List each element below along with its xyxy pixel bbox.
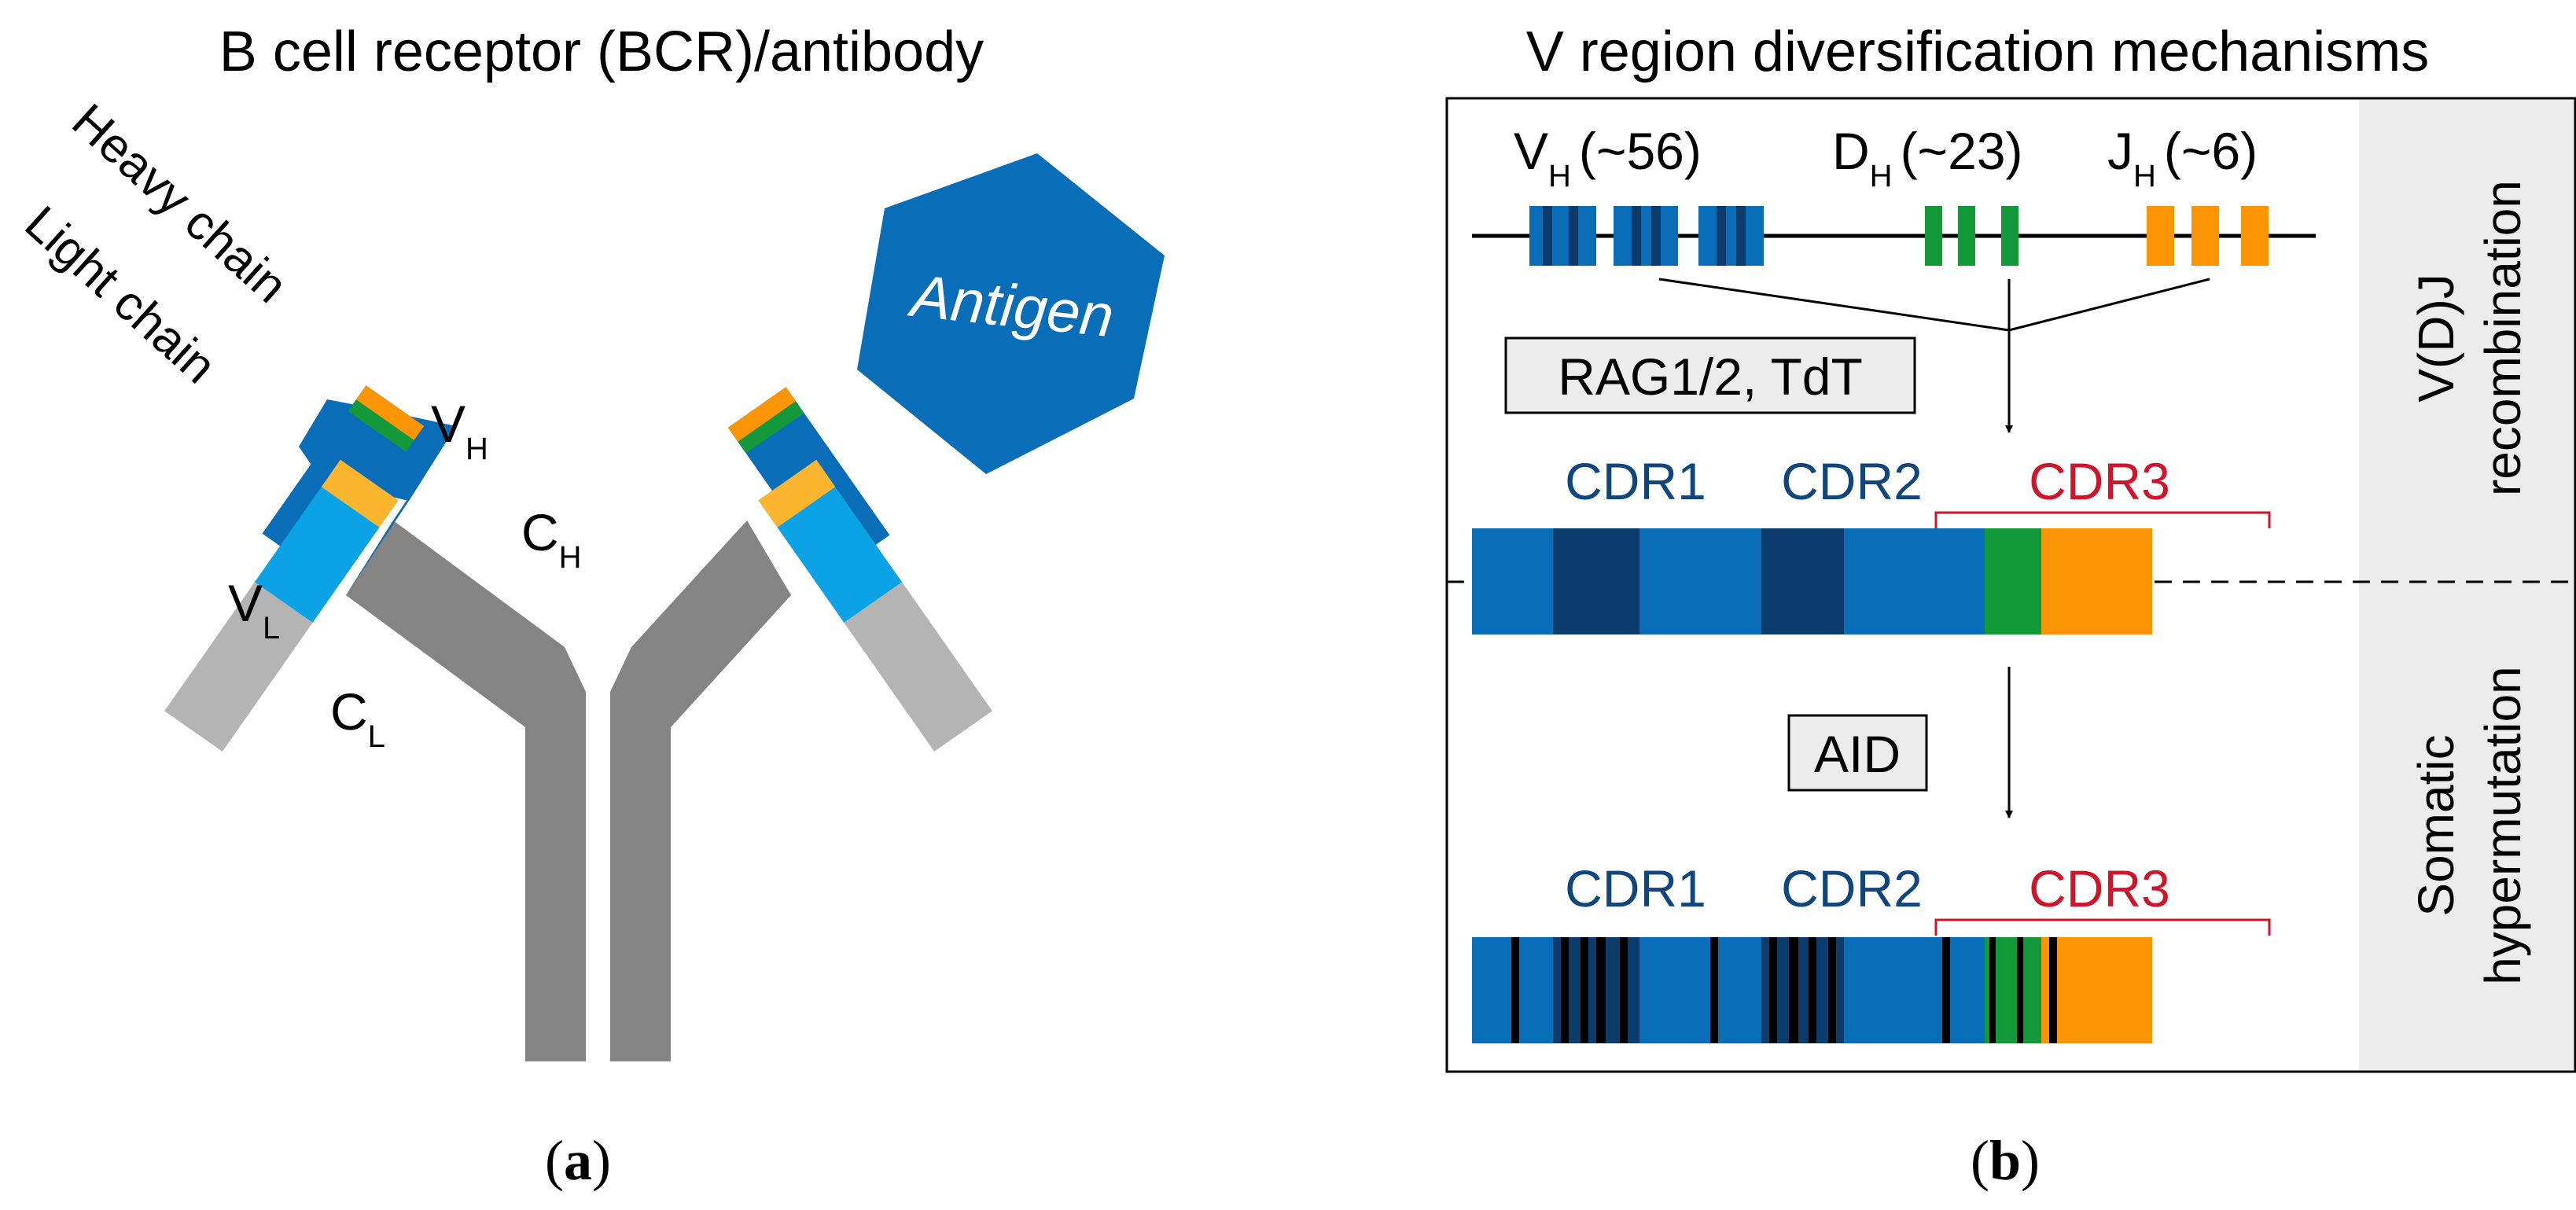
- light-constant-left: [164, 582, 313, 752]
- enzyme-aid-label: AID: [1814, 725, 1901, 783]
- j-segment: [2191, 206, 2219, 266]
- j-region: [2041, 528, 2152, 634]
- cdr2-label: CDR2: [1781, 452, 1923, 510]
- enzyme-box-aid: AID: [1787, 714, 1928, 792]
- j-segment: [2147, 206, 2174, 266]
- d-region: [1985, 528, 2041, 634]
- mutation-mark: [1769, 937, 1777, 1043]
- vl-label: VL: [228, 574, 280, 645]
- light-constant-right: [844, 582, 992, 752]
- enzyme-box-rag: RAG1/2, TdT: [1504, 337, 1916, 414]
- recombined-v-region: [1472, 528, 2152, 634]
- cl-label: CL: [330, 682, 385, 754]
- ch-label: CH: [521, 503, 582, 575]
- antibody-structure: [164, 385, 992, 1061]
- mutation-mark: [1989, 937, 1996, 1043]
- j-gene-segments: [2147, 206, 2269, 266]
- panel-b-caption: (b): [1971, 1129, 2040, 1192]
- cdr1-label-mutated: CDR1: [1565, 859, 1706, 918]
- d-segment: [1958, 206, 1975, 266]
- d-segment: [2001, 206, 2018, 266]
- mutation-marks: [1511, 937, 2057, 1043]
- shm-label-line1: Somatic: [2408, 734, 2464, 916]
- d-gene-segments: [1925, 206, 2018, 266]
- heavy-left-j-tip: [355, 385, 425, 440]
- light-chain-right: [758, 459, 992, 752]
- heavy-chain-constant-right: [610, 520, 791, 1061]
- panel-a-caption: (a): [545, 1129, 611, 1192]
- cdr3-label-mutated: CDR3: [2029, 859, 2170, 918]
- j-region-mutated: [2041, 937, 2152, 1043]
- vdj-label-line2: recombination: [2475, 180, 2531, 496]
- mutation-mark: [1809, 937, 1816, 1043]
- cdr1-segment: [1553, 528, 1639, 634]
- enzyme-rag-label: RAG1/2, TdT: [1558, 348, 1863, 406]
- mutation-mark: [2049, 937, 2057, 1043]
- light-right-tip: [758, 459, 836, 528]
- cdr2-segment: [1761, 528, 1844, 634]
- cdr3-bracket: [1934, 511, 2271, 528]
- v-segment: [1529, 206, 1596, 266]
- heavy-right-d-tip: [738, 401, 804, 454]
- mutation-mark: [1620, 937, 1628, 1043]
- antigen: Antigen: [857, 153, 1165, 474]
- v-segment: [1698, 206, 1764, 266]
- vh-label: VH: [431, 395, 488, 466]
- panel-a: B cell receptor (BCR)/antibody: [15, 20, 1165, 1192]
- light-left-tip: [321, 459, 399, 528]
- mutation-mark: [1561, 937, 1569, 1043]
- j-segment: [2241, 206, 2269, 266]
- shm-label-line2: hypermutation: [2475, 666, 2531, 985]
- heavy-right-j-tip: [727, 387, 797, 442]
- v-segment: [1614, 206, 1678, 266]
- dh-gene-label: DH(~23): [1832, 122, 2022, 193]
- mutation-mark: [1596, 937, 1606, 1043]
- recombination-arrow: [1658, 278, 2210, 433]
- mutation-mark: [1581, 937, 1588, 1043]
- heavy-chain-constant-left: [346, 520, 586, 1061]
- mutation-mark: [1789, 937, 1798, 1043]
- jh-gene-label: JH(~6): [2107, 122, 2258, 193]
- mutation-mark: [1942, 937, 1950, 1043]
- d-segment: [1925, 206, 1942, 266]
- heavy-left-d-tip: [348, 399, 414, 452]
- cdr1-label: CDR1: [1565, 452, 1706, 510]
- side-label-column: [2359, 100, 2574, 1070]
- mutation-mark: [1710, 937, 1718, 1043]
- v-gene-segments: [1529, 206, 1764, 266]
- mutation-mark: [1511, 937, 1519, 1043]
- vdj-label-line1: V(D)J: [2408, 274, 2464, 403]
- mutation-mark: [1828, 937, 1836, 1043]
- antigen-shape: [857, 153, 1165, 474]
- light-chain-left: [164, 459, 399, 752]
- cdr2-label-mutated: CDR2: [1781, 859, 1923, 918]
- panel-b: V region diversification mechanisms V(D)…: [1445, 20, 2576, 1192]
- mutated-v-region: [1472, 937, 2152, 1043]
- cdr3-bracket-mutated: [1934, 918, 2271, 936]
- panel-a-title: B cell receptor (BCR)/antibody: [219, 20, 984, 83]
- panel-b-title: V region diversification mechanisms: [1526, 20, 2429, 83]
- vh-gene-label: VH(~56): [1514, 122, 1702, 193]
- cdr3-label: CDR3: [2029, 452, 2170, 510]
- mutation-mark: [2017, 937, 2023, 1043]
